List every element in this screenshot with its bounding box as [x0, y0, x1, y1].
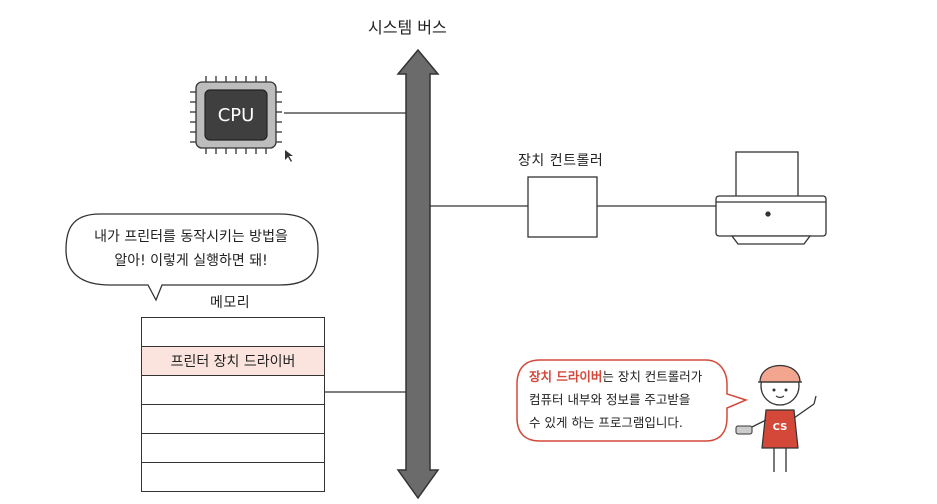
memory-table: 프린터 장치 드라이버	[141, 317, 325, 492]
cpu-chip-icon	[190, 76, 282, 154]
speech-left-line2: 알아! 이렇게 실행하면 돼!	[114, 253, 268, 269]
speech-left-line1: 내가 프린터를 동작시키는 방법을	[94, 229, 288, 245]
memory-row-printer-driver: 프린터 장치 드라이버	[142, 347, 324, 376]
speech-right-line1: 는 장치 컨트롤러가	[602, 369, 703, 384]
memory-row	[142, 434, 324, 463]
device-controller-box	[527, 176, 598, 238]
speech-bubble-left	[65, 213, 319, 302]
speech-left-text: 내가 프린터를 동작시키는 방법을 알아! 이렇게 실행하면 돼!	[66, 213, 316, 285]
system-bus-arrow	[396, 48, 440, 500]
cpu-label-box: CPU	[205, 90, 267, 140]
speech-bubble-right	[516, 359, 749, 442]
memory-label: 메모리	[210, 295, 251, 311]
system-bus-title: 시스템 버스	[368, 18, 447, 37]
cpu-label: CPU	[217, 104, 255, 126]
mascot-figure	[735, 364, 817, 472]
memory-row	[142, 463, 324, 492]
mascot-badge: CS	[772, 422, 788, 433]
printer-icon	[715, 151, 827, 245]
memory-row	[142, 405, 324, 434]
mouse-cursor-icon	[285, 150, 293, 162]
speech-right-line3: 수 있게 하는 프로그램입니다.	[529, 415, 683, 430]
memory-row	[142, 376, 324, 405]
speech-right-line2: 컴퓨터 내부와 정보를 주고받을	[529, 392, 691, 407]
speech-right-highlight: 장치 드라이버	[529, 369, 603, 384]
controller-label: 장치 컨트롤러	[518, 153, 604, 169]
memory-row	[142, 318, 324, 347]
speech-right-text: 장치 드라이버는 장치 컨트롤러가 컴퓨터 내부와 정보를 주고받을 수 있게 …	[517, 359, 727, 441]
